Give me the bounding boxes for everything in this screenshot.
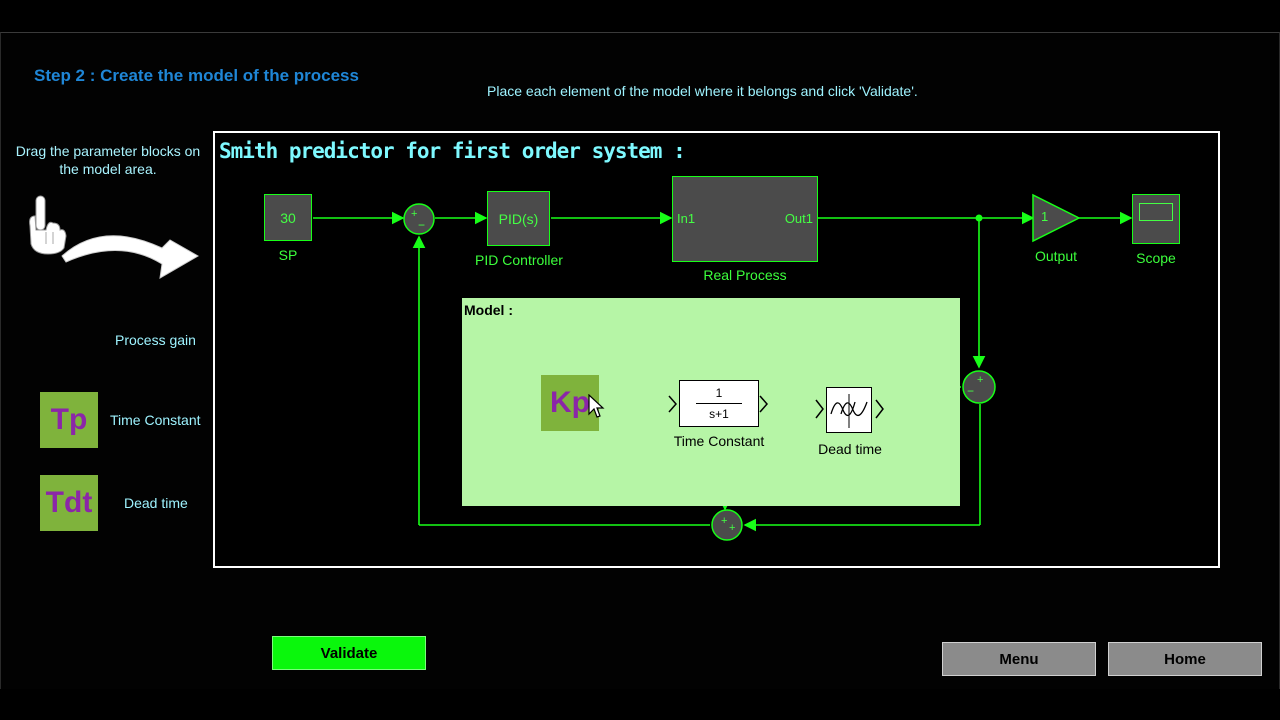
tf-numerator: 1: [715, 386, 723, 400]
dead-time-block[interactable]: [826, 387, 872, 433]
instruction-text: Place each element of the model where it…: [487, 83, 918, 99]
tf-denominator: s+1: [709, 407, 729, 421]
sp-label: SP: [278, 247, 298, 263]
scope-label: Scope: [1136, 250, 1176, 266]
curved-arrow-icon: [61, 235, 200, 279]
scope-block[interactable]: [1132, 194, 1180, 244]
output-gain-value: 1: [1041, 209, 1049, 224]
output-label: Output: [1034, 248, 1078, 264]
svg-text:+: +: [729, 522, 735, 534]
svg-text:+: +: [411, 208, 417, 220]
transport-delay-icon: [830, 394, 868, 428]
sum-node-1: + −: [403, 203, 435, 235]
dead-time-label: Dead time: [124, 495, 188, 511]
home-button[interactable]: Home: [1108, 642, 1262, 676]
diagram-title: Smith predictor for first order system :: [219, 139, 686, 163]
svg-text:−: −: [418, 218, 425, 232]
sum-node-3: + +: [711, 509, 743, 541]
time-constant-label: Time Constant: [110, 412, 201, 428]
real-process-label: Real Process: [703, 267, 787, 283]
tf-label: Time Constant: [673, 433, 765, 449]
svg-text:+: +: [721, 515, 727, 527]
menu-button[interactable]: Menu: [942, 642, 1096, 676]
process-output-port: Out1: [784, 211, 813, 226]
dead-time-model-label: Dead time: [818, 441, 882, 457]
output-gain-block[interactable]: [1032, 193, 1081, 243]
pid-controller-block[interactable]: PID(s): [487, 191, 550, 246]
svg-text:+: +: [977, 374, 983, 386]
drag-hint-illustration: [29, 195, 200, 279]
mouse-cursor-icon: [588, 394, 605, 418]
tf-fraction-line: [695, 403, 743, 404]
process-gain-label: Process gain: [115, 332, 196, 348]
scope-screen-icon: [1139, 203, 1173, 221]
model-title: Model :: [464, 302, 513, 318]
dead-time-ports: [815, 399, 884, 419]
svg-text:−: −: [967, 384, 974, 398]
tdt-param-block[interactable]: Tdt: [40, 475, 98, 531]
time-constant-tf-block[interactable]: 1 s+1: [679, 380, 759, 427]
sp-block[interactable]: 30: [264, 194, 312, 241]
real-process-block[interactable]: In1 Out1: [672, 176, 818, 262]
model-drop-area[interactable]: Model : Kp 1 s+1 Time Constant Dead time: [462, 298, 960, 506]
validate-button[interactable]: Validate: [272, 636, 426, 670]
tp-param-block[interactable]: Tp: [40, 392, 98, 448]
diagram-area: Smith predictor for first order system :: [213, 131, 1220, 568]
step-title: Step 2 : Create the model of the process: [34, 66, 359, 85]
process-input-port: In1: [677, 211, 696, 226]
sum-node-2: + −: [962, 370, 996, 404]
hand-pointer-icon: [29, 195, 67, 255]
drag-help-text: Drag the parameter blocks on the model a…: [15, 143, 201, 177]
signal-wiring: + − + − + +: [313, 193, 1133, 541]
pid-controller-label: PID Controller: [475, 252, 563, 268]
tf-ports: [668, 395, 768, 413]
